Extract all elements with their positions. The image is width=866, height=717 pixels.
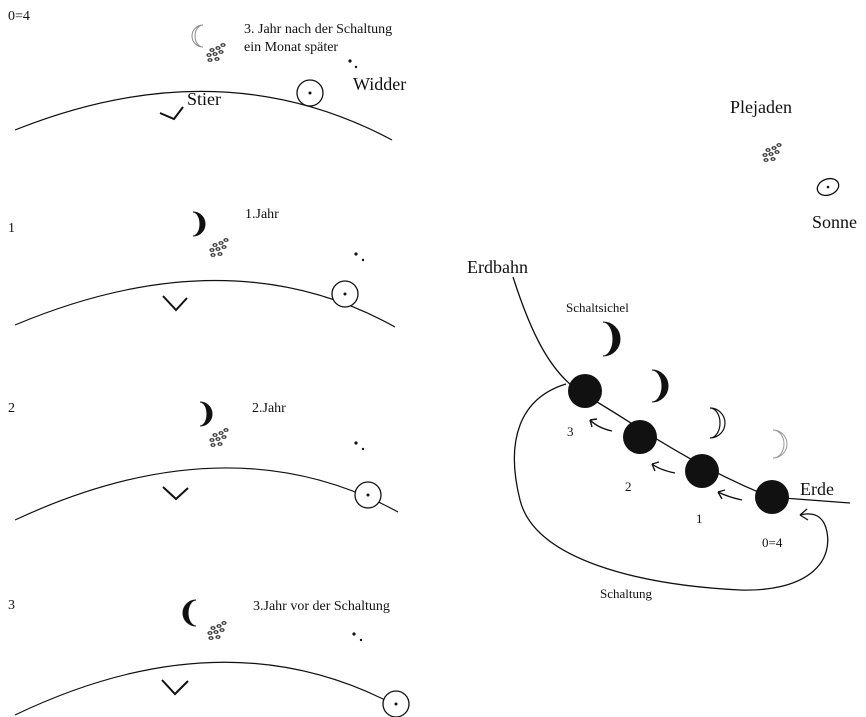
aries-stars-icon — [348, 59, 358, 69]
ecliptic-arc — [14, 90, 393, 141]
step-arrow-icon — [651, 461, 676, 474]
aries-stars-icon — [354, 441, 365, 451]
aries-stars-icon — [352, 632, 363, 642]
taurus-v-icon — [159, 106, 184, 121]
earth-orbit-line — [512, 276, 851, 504]
taurus-v-icon — [162, 486, 189, 501]
erdbahn-label: Erdbahn — [467, 257, 528, 277]
crescent-moon-icon — [192, 211, 206, 237]
crescent-moon-icon — [191, 24, 204, 48]
crescent-moon-icon — [602, 321, 621, 357]
leap-loop-arrow — [513, 383, 829, 591]
position-label-1: 1 — [696, 511, 703, 526]
sun-icon — [331, 280, 359, 308]
pleiades-icon — [209, 428, 229, 447]
pleiades-icon — [762, 143, 782, 162]
panel-index-label: 0=4 — [8, 9, 30, 24]
stier-label: Stier — [187, 89, 221, 109]
panel-2: 2 2.Jahr — [8, 401, 399, 521]
panel-index-label: 2 — [8, 401, 15, 416]
crescent-moon-icon — [772, 429, 788, 459]
orbit-overview: Plejaden Sonne Erdbahn Schaltsichel Erde… — [467, 97, 857, 601]
aries-stars-icon — [354, 252, 365, 262]
panel-1: 1 1.Jahr — [8, 207, 396, 328]
panel-3: 3 3.Jahr vor der Schaltung — [8, 598, 410, 717]
crescent-moon-icon — [709, 407, 726, 439]
position-label-3: 3 — [567, 424, 574, 439]
sun-icon — [382, 690, 410, 717]
schaltsichel-label: Schaltsichel — [566, 300, 629, 315]
sun-icon — [296, 79, 324, 107]
ecliptic-arc — [14, 467, 399, 521]
earth-position-1 — [685, 454, 719, 488]
panel-caption: 2.Jahr — [252, 401, 286, 416]
pleiades-icon — [207, 621, 227, 640]
panel-caption-2: ein Monat später — [244, 40, 338, 55]
taurus-v-icon — [162, 295, 188, 312]
erde-label: Erde — [800, 479, 834, 499]
panel-caption: 3. Jahr nach der Schaltung — [244, 22, 392, 37]
plejaden-label: Plejaden — [730, 97, 792, 117]
schaltung-label: Schaltung — [600, 586, 652, 601]
position-label-0: 0=4 — [762, 535, 783, 550]
panel-caption: 3.Jahr vor der Schaltung — [253, 599, 390, 614]
step-arrow-icon — [589, 418, 613, 432]
sun-icon — [354, 481, 382, 509]
sun-icon — [816, 177, 840, 197]
panel-index-label: 3 — [8, 598, 15, 613]
widder-label: Widder — [353, 74, 406, 94]
taurus-v-icon — [161, 679, 189, 696]
pleiades-icon — [206, 43, 226, 62]
earth-position-0 — [755, 480, 789, 514]
panel-index-label: 1 — [8, 221, 15, 236]
position-label-2: 2 — [625, 479, 632, 494]
sonne-label: Sonne — [812, 212, 857, 232]
pleiades-icon — [209, 238, 229, 257]
panel-0: 0=4 3. Jahr nach der Schaltung ein Monat… — [8, 9, 406, 141]
ecliptic-arc — [14, 661, 405, 716]
panel-caption: 1.Jahr — [245, 207, 279, 222]
crescent-moon-icon — [651, 369, 669, 403]
crescent-moon-icon — [182, 599, 197, 627]
step-arrow-icon — [717, 489, 743, 501]
crescent-moon-icon — [199, 401, 213, 427]
earth-position-3 — [568, 374, 602, 408]
earth-position-2 — [623, 420, 657, 454]
